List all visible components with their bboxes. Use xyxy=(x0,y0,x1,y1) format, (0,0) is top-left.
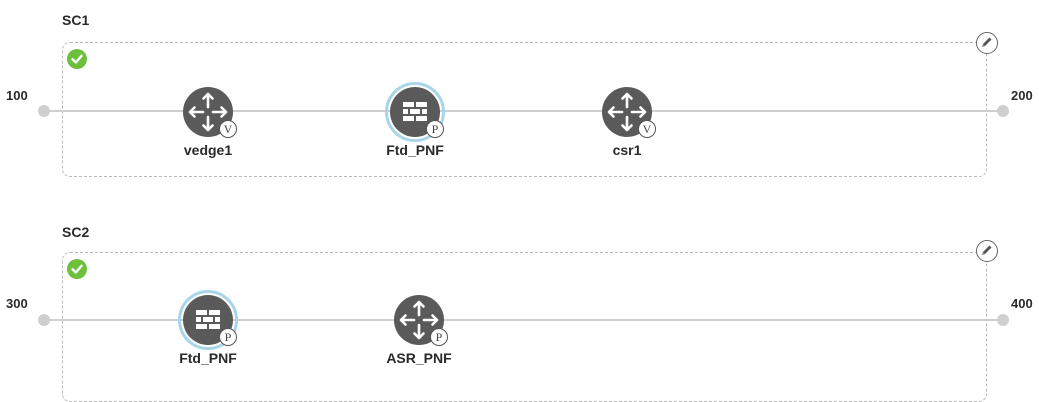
chain-title: SC2 xyxy=(62,224,90,240)
node-label: vedge1 xyxy=(183,142,233,158)
node-ftd-pnf[interactable]: P Ftd_PNF xyxy=(385,82,445,162)
node-csr1[interactable]: V csr1 xyxy=(597,82,657,162)
endpoint-left[interactable] xyxy=(38,105,50,117)
chain-title: SC1 xyxy=(62,12,90,28)
node-vedge1[interactable]: V vedge1 xyxy=(178,82,238,162)
node-label: csr1 xyxy=(612,142,642,158)
check-circle-icon xyxy=(67,49,87,69)
chain-connection-line xyxy=(44,319,1004,321)
endpoint-right[interactable] xyxy=(997,105,1009,117)
vnf-badge: V xyxy=(638,120,656,138)
node-asr-pnf[interactable]: P ASR_PNF xyxy=(386,290,452,370)
check-circle-icon xyxy=(67,259,87,279)
node-ftd-pnf[interactable]: P Ftd_PNF xyxy=(178,290,238,370)
endpoint-left[interactable] xyxy=(38,314,50,326)
router-icon xyxy=(602,87,652,137)
node-label: ASR_PNF xyxy=(386,350,452,366)
pnf-badge: P xyxy=(219,328,237,346)
pencil-icon[interactable] xyxy=(976,32,998,54)
pencil-icon[interactable] xyxy=(976,240,998,262)
endpoint-right[interactable] xyxy=(997,314,1009,326)
chain-frame xyxy=(62,42,987,177)
pnf-badge: P xyxy=(430,328,448,346)
chain-connection-line xyxy=(44,110,1004,112)
vnf-badge: V xyxy=(219,120,237,138)
port-label-left: 100 xyxy=(6,88,28,103)
service-chain-sc2: SC2 300 400 P Ftd_PNF xyxy=(0,210,1039,402)
service-chain-sc1: SC1 100 200 V vedge1 xyxy=(0,0,1039,190)
node-label: Ftd_PNF xyxy=(386,142,444,158)
port-label-right: 400 xyxy=(1011,296,1033,311)
node-label: Ftd_PNF xyxy=(179,350,237,366)
port-label-right: 200 xyxy=(1011,88,1033,103)
port-label-left: 300 xyxy=(6,296,28,311)
pnf-badge: P xyxy=(426,120,444,138)
